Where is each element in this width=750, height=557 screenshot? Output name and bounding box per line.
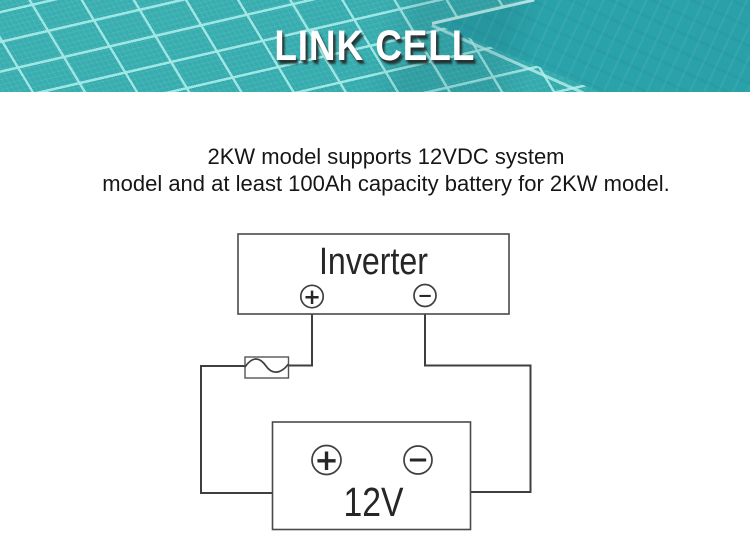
- banner-title: LINK CELL: [0, 22, 750, 71]
- plus-icon: +: [314, 443, 338, 477]
- inverter-label: Inverter: [319, 241, 428, 283]
- minus-icon: −: [417, 286, 432, 307]
- panel-shadow-overlay: [0, 0, 750, 92]
- inverter-positive-terminal: +: [299, 284, 325, 309]
- intro-text: 2KW model supports 12VDC system model an…: [0, 92, 750, 197]
- inverter-plus-circle: [299, 284, 325, 309]
- battery-voltage-label: 12V: [344, 479, 405, 525]
- plus-icon: +: [303, 285, 321, 309]
- battery-minus-circle: [403, 445, 433, 475]
- battery-box: [271, 421, 472, 531]
- battery-negative-terminal: −: [403, 445, 433, 475]
- inverter-box: [237, 233, 510, 315]
- battery-plus-circle: [311, 444, 342, 476]
- positive-wire-inverter-to-fuse: [288, 307, 313, 367]
- banner-title-text: LINK CELL: [274, 22, 476, 70]
- inverter-minus-circle: [413, 283, 437, 308]
- battery-positive-terminal: +: [311, 443, 342, 477]
- fuse-wave: [244, 358, 290, 373]
- banner: LINK CELL: [0, 0, 750, 92]
- minus-icon: −: [407, 445, 429, 475]
- intro-line-2: model and at least 100Ah capacity batter…: [102, 171, 670, 196]
- intro-line-1: 2KW model supports 12VDC system: [207, 144, 565, 169]
- inverter-negative-terminal: −: [413, 283, 437, 308]
- fuse-icon: [244, 356, 290, 379]
